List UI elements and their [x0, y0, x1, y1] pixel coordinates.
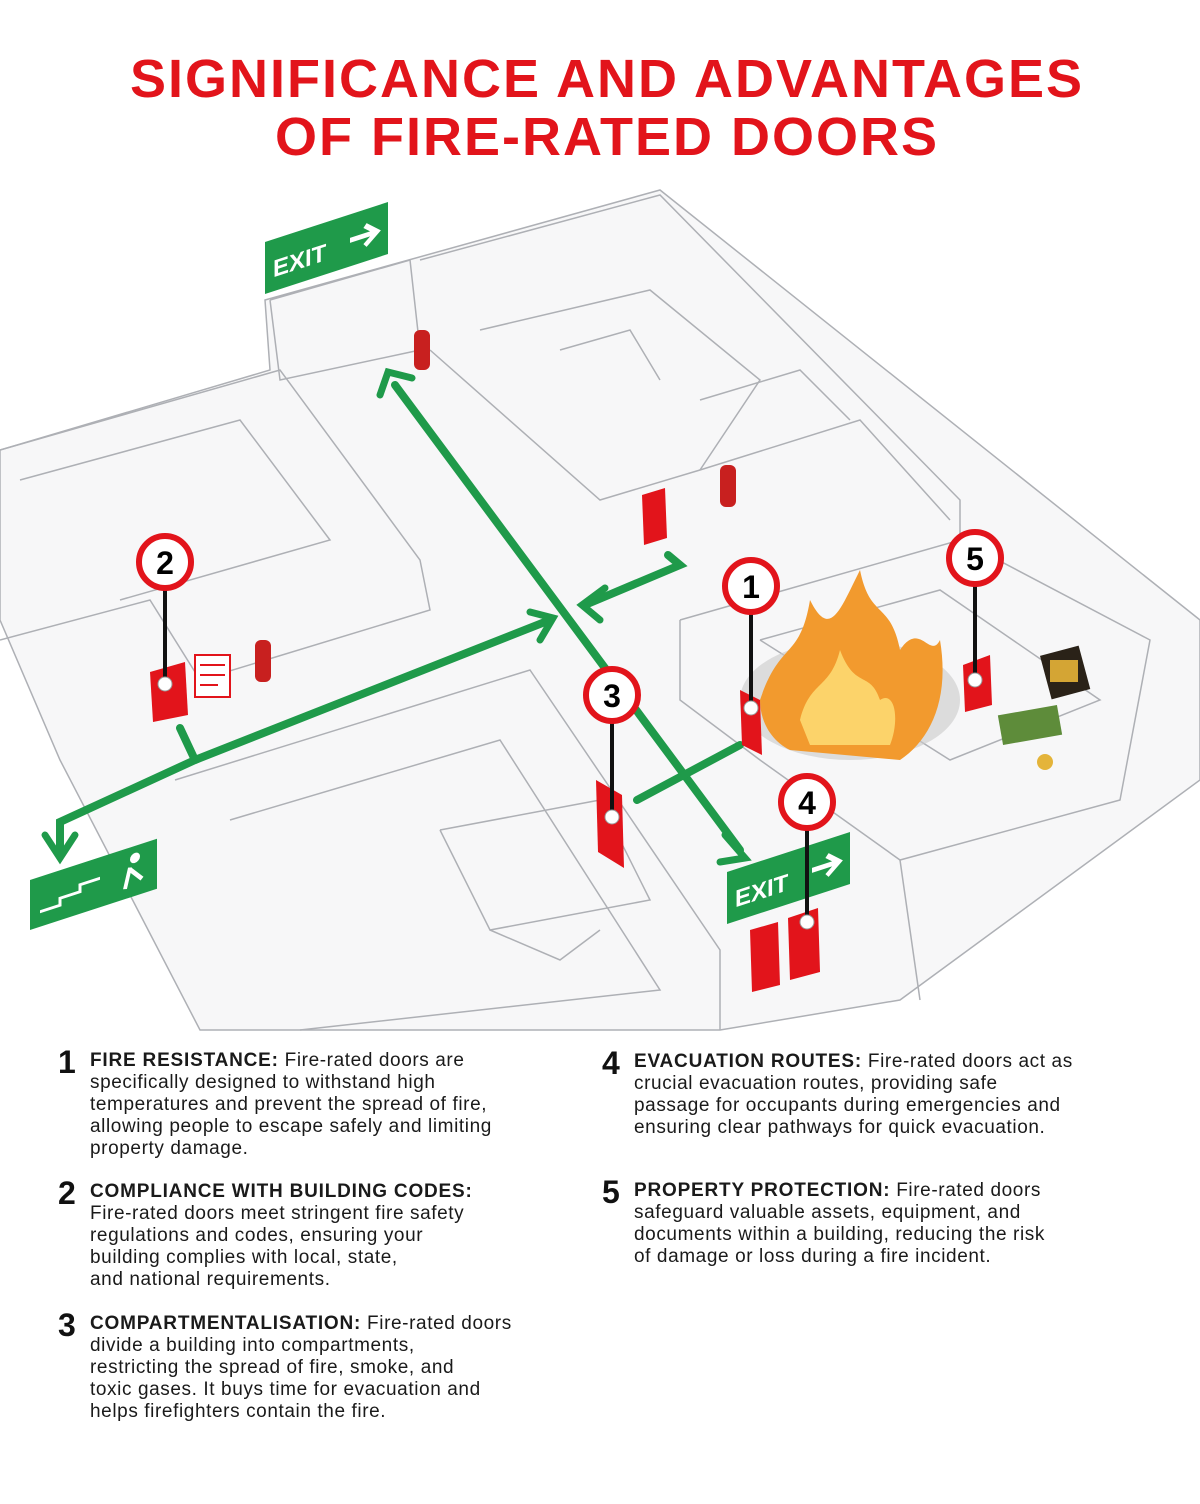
item-heading: COMPLIANCE WITH BUILDING CODES:: [90, 1181, 473, 1202]
item-text: ensuring clear pathways for quick evacua…: [634, 1117, 1046, 1138]
exit-sign-top: EXIT: [265, 202, 388, 294]
title-line-2: OF FIRE-RATED DOORS: [275, 107, 939, 167]
item-text: divide a building into compartments,: [90, 1335, 415, 1356]
item-text: of damage or loss during a fire incident…: [634, 1246, 992, 1267]
page-title: SIGNIFICANCE AND ADVANTAGES OF FIRE-RATE…: [0, 50, 1200, 166]
fire-door-upper: [642, 488, 667, 545]
item-text: and national requirements.: [90, 1269, 331, 1290]
item-text: documents within a building, reducing th…: [634, 1224, 1045, 1245]
item-heading: COMPARTMENTALISATION:: [90, 1313, 362, 1334]
marker-5[interactable]: 5: [946, 529, 1004, 688]
fire-door-2: [150, 662, 188, 722]
title-line-1: SIGNIFICANCE AND ADVANTAGES: [129, 49, 1085, 109]
marker-4-label: 4: [798, 785, 816, 821]
item-text: toxic gases. It buys time for evacuation…: [90, 1379, 481, 1400]
marker-4[interactable]: 4: [778, 773, 836, 930]
item-text: Fire-rated doors act as: [861, 1051, 1073, 1072]
item-text: temperatures and prevent the spread of f…: [90, 1094, 488, 1115]
number-markers: 1 2 3 4 5: [136, 529, 1004, 930]
item-compartmentalisation: 3 COMPARTMENTALISATION: Fire-rated doors…: [58, 1307, 610, 1423]
item-text: helps firefighters contain the fire.: [90, 1401, 387, 1422]
item-number: 4: [602, 1045, 620, 1081]
item-number: 1: [58, 1044, 76, 1080]
item-number: 5: [602, 1174, 620, 1210]
item-text: Fire-rated doors are: [278, 1050, 465, 1071]
item-fire-resistance: 1 FIRE RESISTANCE: Fire-rated doors are …: [58, 1044, 610, 1160]
item-text: crucial evacuation routes, providing saf…: [634, 1073, 998, 1094]
floor-plan-sketch: [0, 189, 1200, 1031]
fire-extinguishers: [255, 330, 736, 682]
item-heading: PROPERTY PROTECTION:: [634, 1180, 891, 1201]
item-text: property damage.: [90, 1138, 249, 1159]
item-text: Fire-rated doors: [361, 1313, 512, 1334]
exit-sign-bottom: EXIT: [727, 832, 850, 924]
marker-5-label: 5: [966, 541, 984, 577]
item-number: 2: [58, 1175, 76, 1211]
item-text: specifically designed to withstand high: [90, 1072, 436, 1093]
evacuation-arrows: [41, 367, 752, 866]
marker-2-label: 2: [156, 545, 174, 581]
fire-flames: [740, 570, 960, 760]
item-text: building complies with local, state,: [90, 1247, 398, 1268]
item-text: allowing people to escape safely and lim…: [90, 1116, 492, 1137]
item-text: Fire-rated doors: [890, 1180, 1041, 1201]
item-text: restricting the spread of fire, smoke, a…: [90, 1357, 455, 1378]
item-heading: FIRE RESISTANCE:: [90, 1050, 279, 1071]
treasure-and-money: [997, 645, 1091, 770]
item-compliance: 2 COMPLIANCE WITH BUILDING CODES: Fire-r…: [58, 1175, 610, 1291]
marker-3[interactable]: 3: [583, 666, 641, 825]
item-text: Fire-rated doors meet stringent fire saf…: [90, 1203, 465, 1224]
stairs-exit-sign: [30, 838, 157, 930]
item-text: passage for occupants during emergencies…: [634, 1095, 1061, 1116]
fire-door-4a: [750, 922, 780, 992]
marker-1[interactable]: 1: [722, 557, 780, 716]
marker-1-label: 1: [742, 569, 760, 605]
marker-2[interactable]: 2: [136, 533, 194, 692]
item-evacuation-routes: 4 EVACUATION ROUTES: Fire-rated doors ac…: [602, 1045, 1154, 1139]
item-property-protection: 5 PROPERTY PROTECTION: Fire-rated doors …: [602, 1174, 1154, 1268]
marker-3-label: 3: [603, 678, 621, 714]
item-number: 3: [58, 1307, 76, 1343]
item-text: regulations and codes, ensuring your: [90, 1225, 424, 1246]
item-text: safeguard valuable assets, equipment, an…: [634, 1202, 1021, 1223]
item-heading: EVACUATION ROUTES:: [634, 1051, 862, 1072]
compliance-document-icon: [194, 654, 231, 698]
